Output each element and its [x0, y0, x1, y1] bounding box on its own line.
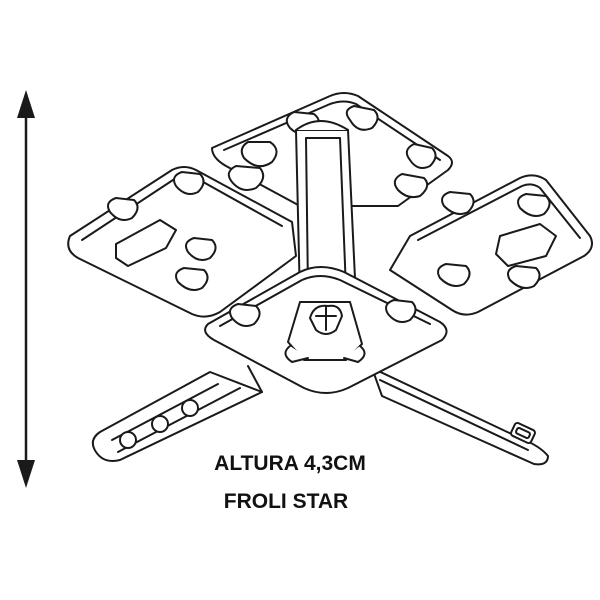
left-arm — [67, 166, 297, 318]
front-arm — [204, 266, 448, 394]
right-arm — [389, 174, 593, 316]
left-strap — [91, 365, 263, 462]
right-strap — [371, 367, 549, 466]
height-caption: ALTURA 4,3CM — [214, 452, 366, 475]
central-column — [295, 120, 357, 301]
product-name-caption: FROLI STAR — [223, 490, 349, 513]
double-headed-vertical-arrow-icon — [17, 90, 35, 488]
